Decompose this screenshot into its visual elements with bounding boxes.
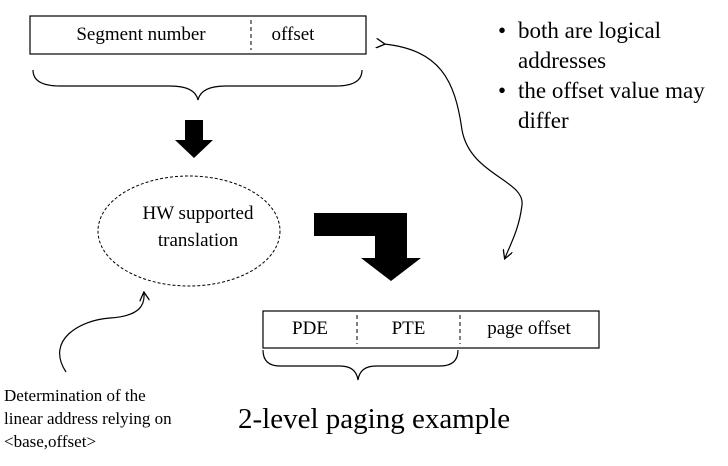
pte-label: PTE xyxy=(391,318,426,339)
bullet-symbol: • xyxy=(498,78,507,103)
hw-translation-line2: translation xyxy=(157,230,239,251)
note-line3: <base,offset> xyxy=(4,432,97,451)
bullet-text: differ xyxy=(518,108,569,133)
linear-address-box xyxy=(262,310,600,349)
hw-translation-line1: HW supported xyxy=(142,203,254,224)
bullet-text: addresses xyxy=(518,48,607,73)
segment-offset-label: offset xyxy=(271,24,315,45)
curved-link-arrow xyxy=(384,44,523,258)
note-arrow xyxy=(59,293,145,373)
bullet-text: the offset value may xyxy=(518,78,705,103)
bullet-text: both are logical xyxy=(518,18,662,43)
pde-pte-brace xyxy=(262,349,459,381)
bullet-item: • the offset value may differ xyxy=(498,76,728,136)
bent-arrow xyxy=(314,213,421,281)
segment-brace xyxy=(32,69,363,101)
bullet-item: • both are logical addresses xyxy=(498,16,728,76)
hw-translation-ellipse xyxy=(97,175,281,287)
note-line2: linear address relying on xyxy=(4,409,172,428)
segment-number-label: Segment number xyxy=(76,24,206,45)
page-offset-label: page offset xyxy=(487,318,571,339)
note-line1: Determination of the xyxy=(4,386,146,405)
segment-address-box xyxy=(29,15,367,55)
down-arrow xyxy=(175,120,213,158)
pde-label: PDE xyxy=(292,318,328,339)
hw-translation-text: HW supported translation xyxy=(118,200,278,254)
bullet-symbol: • xyxy=(498,18,507,43)
caption: 2-level paging example xyxy=(238,403,511,435)
bullet-list: • both are logical addresses • the offse… xyxy=(498,16,728,136)
determination-note: Determination of the linear address rely… xyxy=(4,384,172,453)
